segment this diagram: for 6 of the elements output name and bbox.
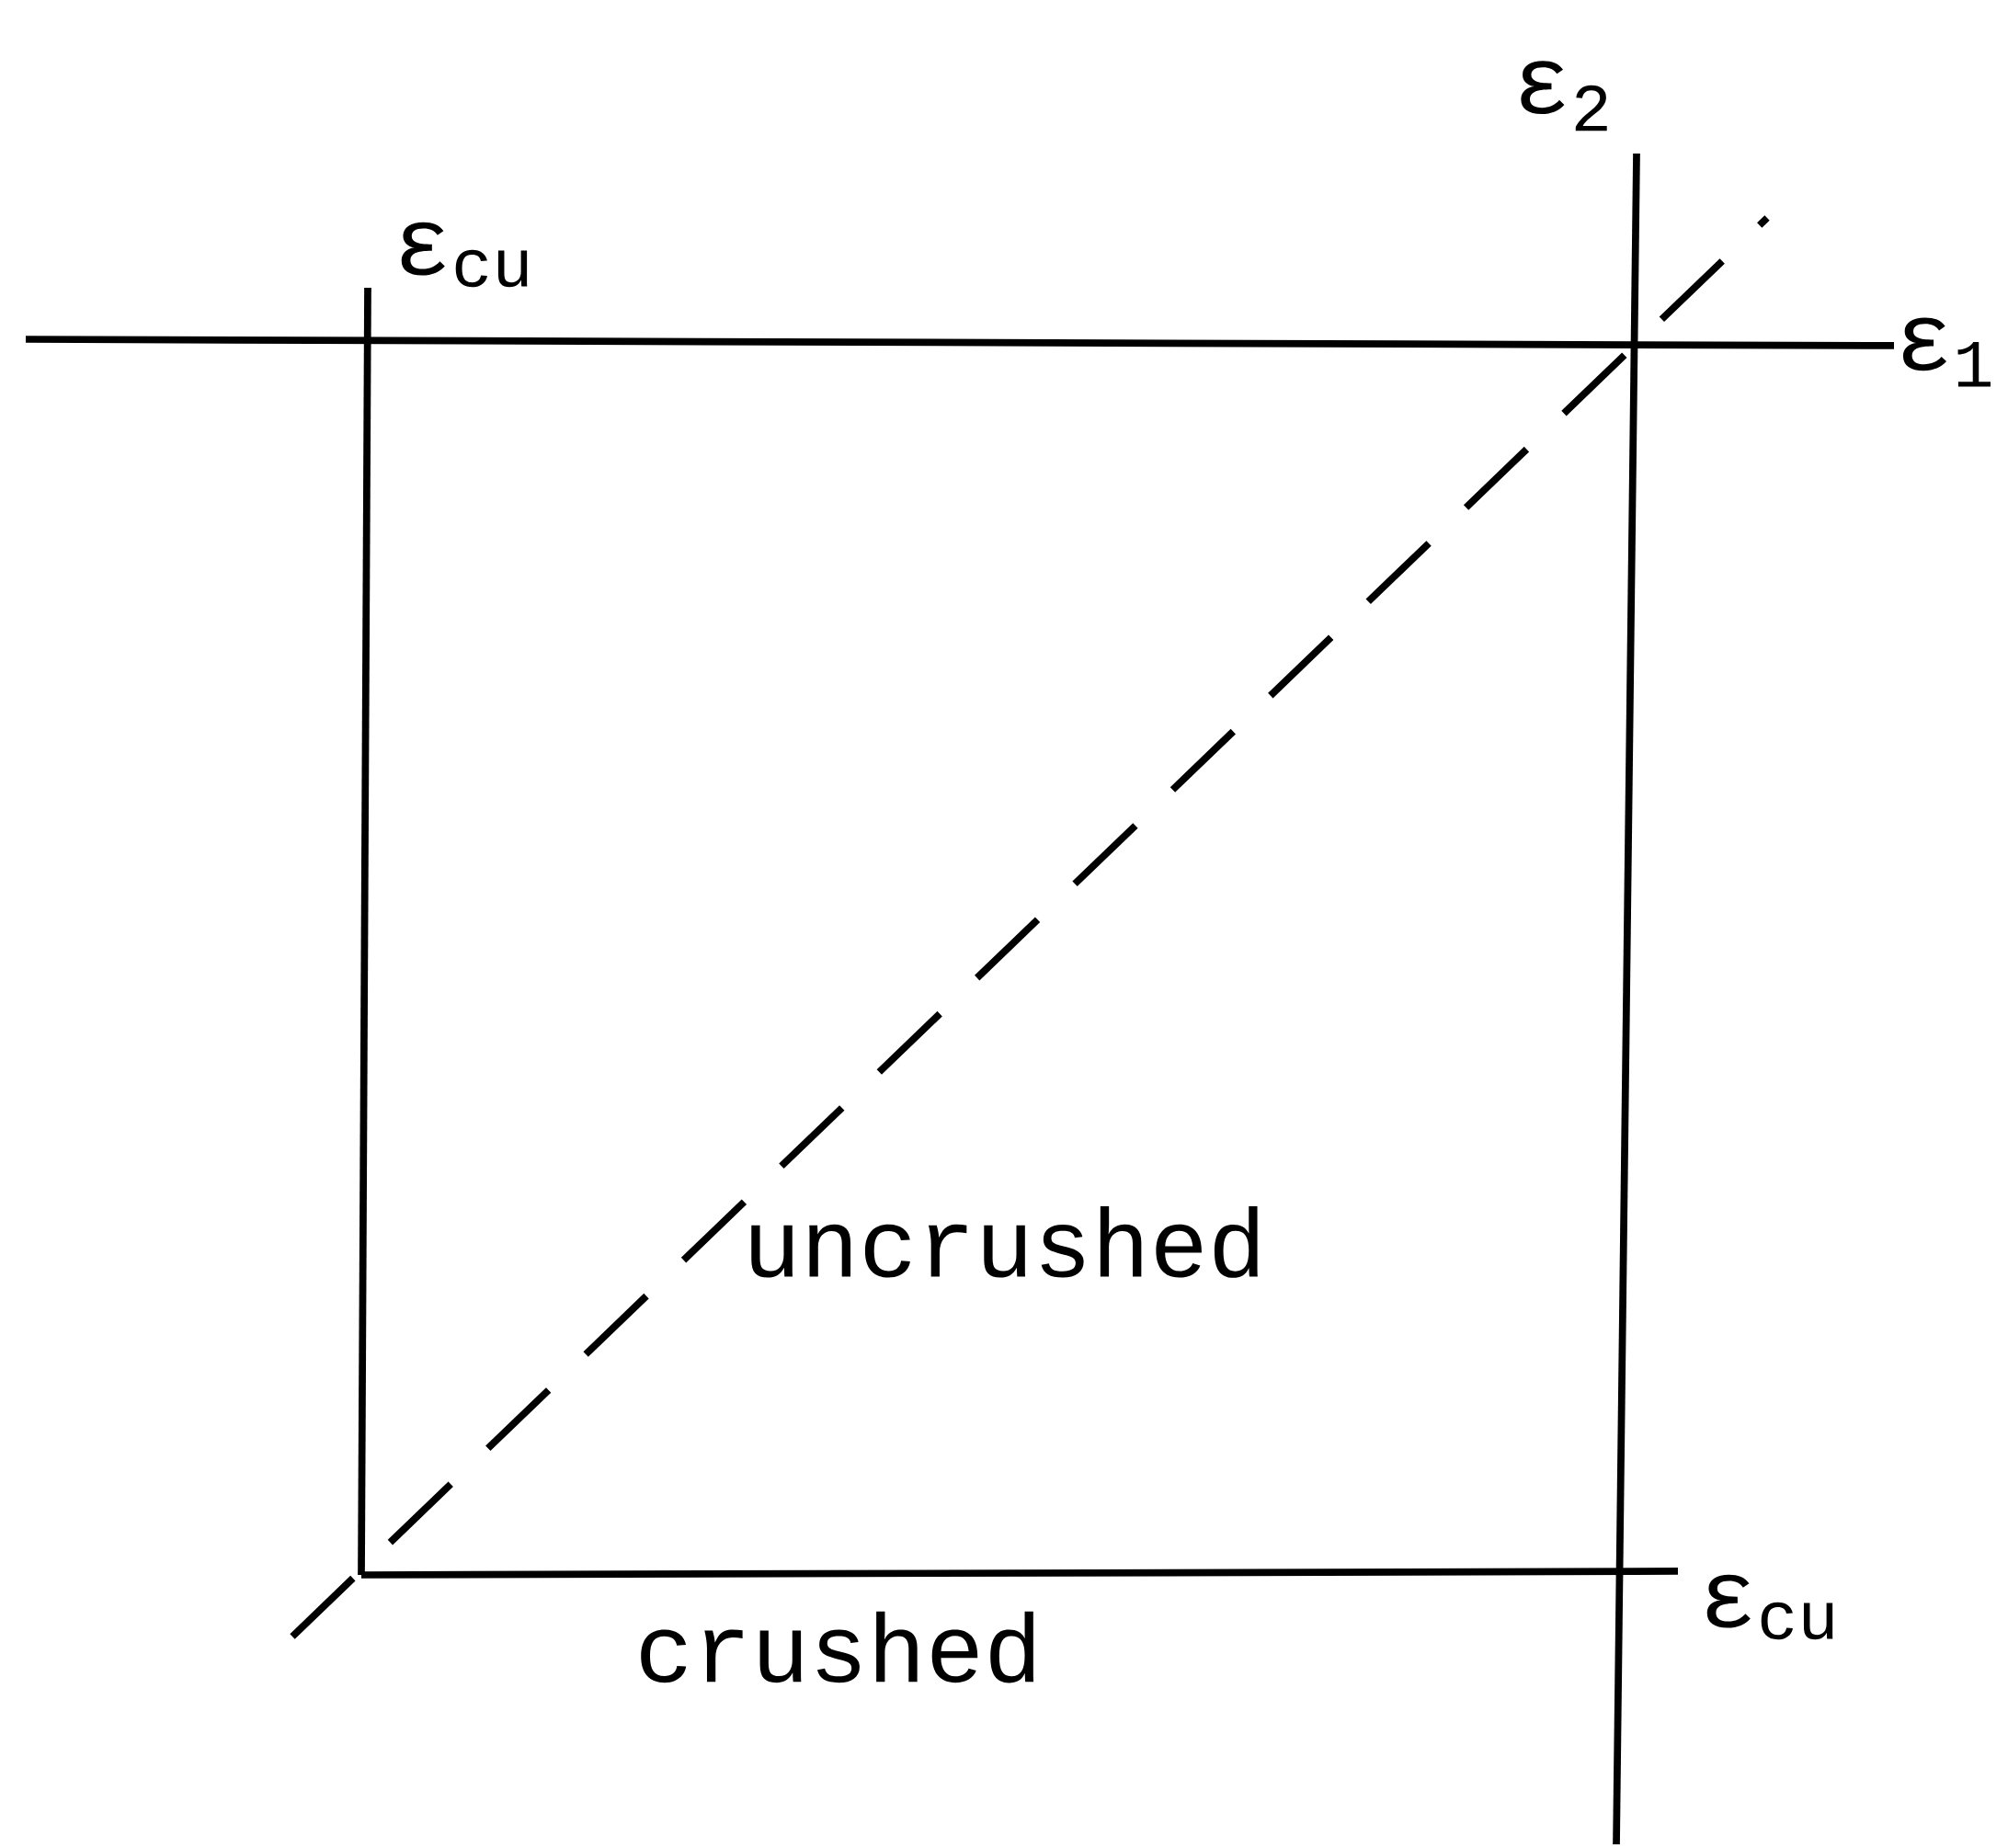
region-label: uncrushed <box>751 1206 1258 1278</box>
axis-label: ε$_{1}$ <box>1902 317 1991 387</box>
axis-label: ε$_{cu}$ <box>401 222 528 288</box>
axis-label: ε$_{cu}$ <box>1706 1574 1833 1640</box>
region-label: crushed <box>641 1611 1034 1683</box>
axis-label: ε$_{2}$ <box>1521 61 1607 131</box>
